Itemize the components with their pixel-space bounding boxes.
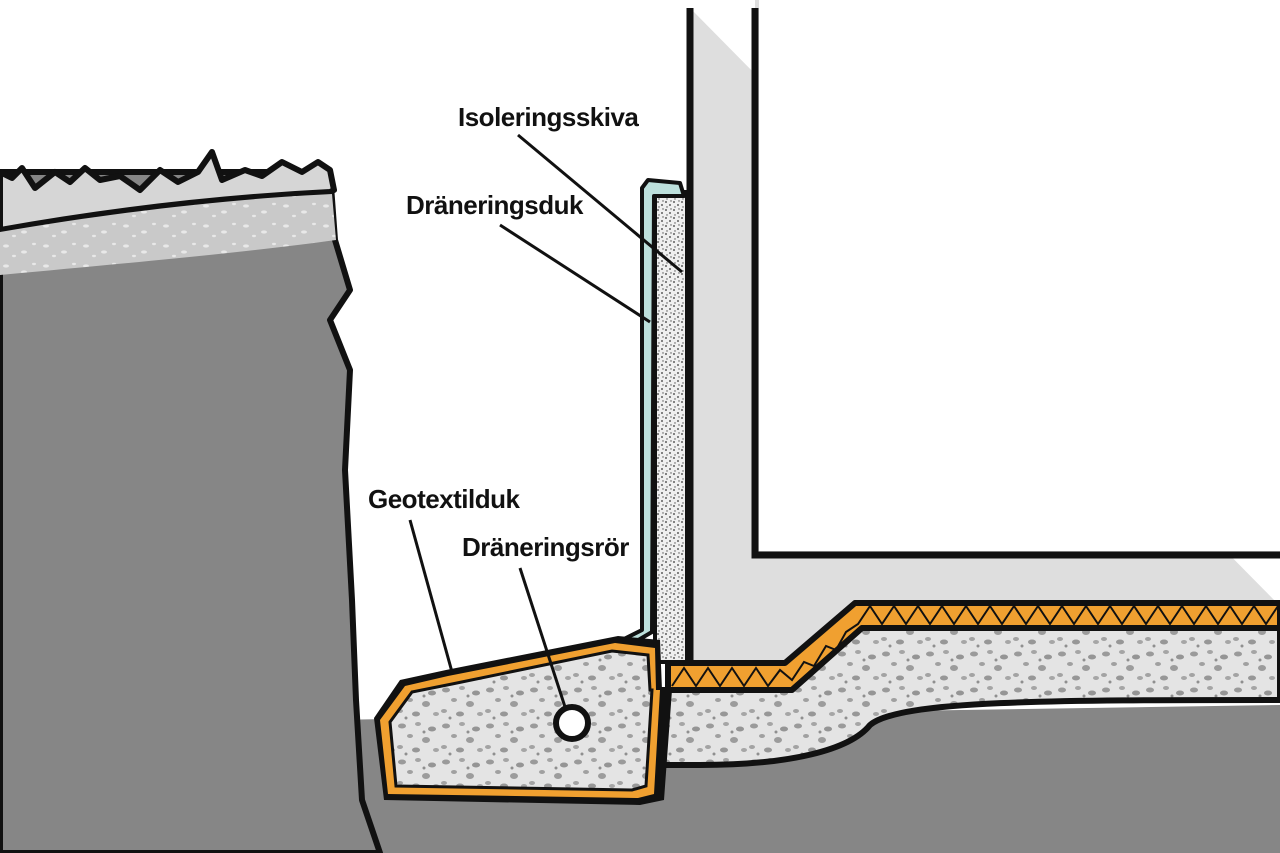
label-draneringsduk: Dräneringsduk (406, 190, 584, 220)
leader-draneringsduk (499, 223, 651, 324)
slab-insulation-zigzag (671, 604, 1279, 688)
drainage-pipe (553, 704, 591, 742)
soil-top-layer (0, 149, 337, 233)
leader-isoleringsskiva (517, 133, 683, 274)
label-geotextilduk: Geotextilduk (368, 484, 521, 514)
gravel-bed (659, 625, 1280, 768)
label-isoleringsskiva: Isoleringsskiva (458, 102, 639, 132)
leader-geotextilduk (408, 519, 454, 673)
leader-draneringsror (518, 567, 568, 711)
label-draneringsror: Dräneringsrör (462, 532, 629, 562)
soil-left (0, 169, 383, 853)
wall-top-highlight (698, 9, 746, 20)
soil-gravel-band (0, 194, 336, 275)
interior-room (759, 0, 1280, 551)
foundation-wall-outline (686, 8, 1280, 663)
drainage-gravel (388, 649, 654, 792)
